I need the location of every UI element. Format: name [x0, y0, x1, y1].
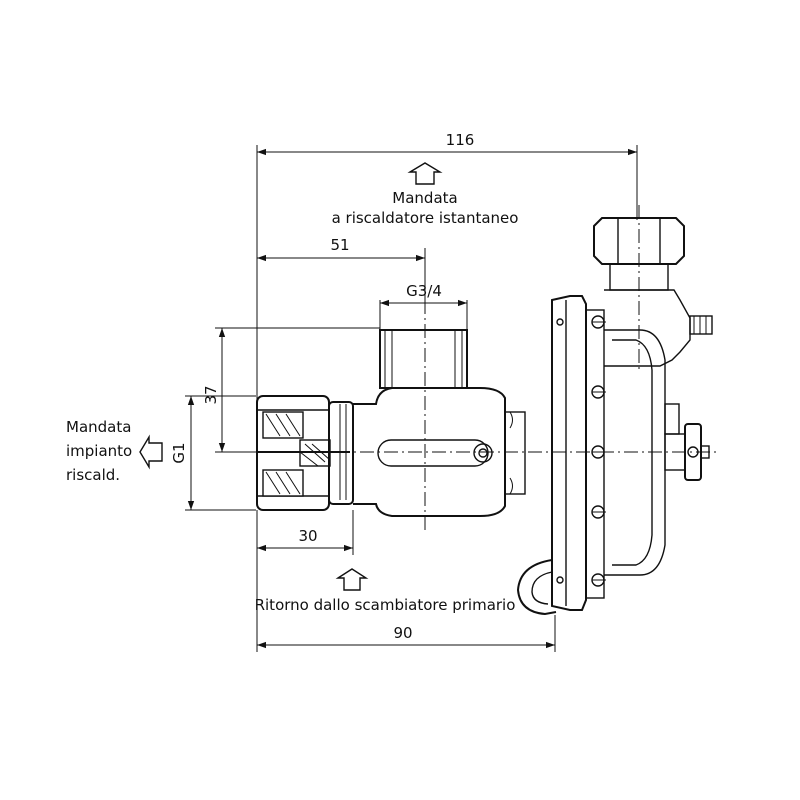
dimension-37-text: 37: [202, 385, 220, 404]
dimension-30-text: 30: [298, 527, 317, 545]
flange-plate: [516, 295, 666, 616]
dimension-g1-text: G1: [170, 442, 188, 463]
supply-system-label-line3: riscald.: [66, 466, 120, 484]
dimension-90-text: 90: [393, 624, 412, 642]
supply-heater-label-line1: Mandata: [392, 189, 457, 207]
flange-bolts: [556, 315, 606, 587]
valve-body: [240, 300, 720, 530]
coupling-nut: [256, 395, 354, 511]
dimension-90: 90: [256, 510, 556, 652]
flow-arrow-up-icon: [407, 162, 443, 185]
valve-assembly: [240, 205, 720, 616]
supply-system-label-line1: Mandata: [66, 418, 131, 436]
dimension-g34-text: G3/4: [406, 282, 442, 300]
flow-arrow-up-icon: [335, 568, 369, 591]
dimension-g1: G1: [170, 395, 256, 511]
dimension-51: 51: [257, 236, 426, 300]
dimension-30: 30: [257, 510, 354, 555]
drain-knob: [664, 403, 710, 481]
flow-arrow-left-icon: [139, 434, 163, 470]
dimension-g34: G3/4: [379, 282, 468, 330]
dimension-116-text: 116: [446, 131, 475, 149]
dimension-51-text: 51: [330, 236, 349, 254]
return-exchanger-label: Ritorno dallo scambiatore primario: [255, 596, 516, 614]
dimension-116: 116: [256, 131, 638, 420]
supply-heater-label-line2: a riscaldatore istantaneo: [332, 209, 519, 227]
top-hex-nut: [593, 205, 713, 370]
supply-system-label-line2: impianto: [66, 442, 132, 460]
